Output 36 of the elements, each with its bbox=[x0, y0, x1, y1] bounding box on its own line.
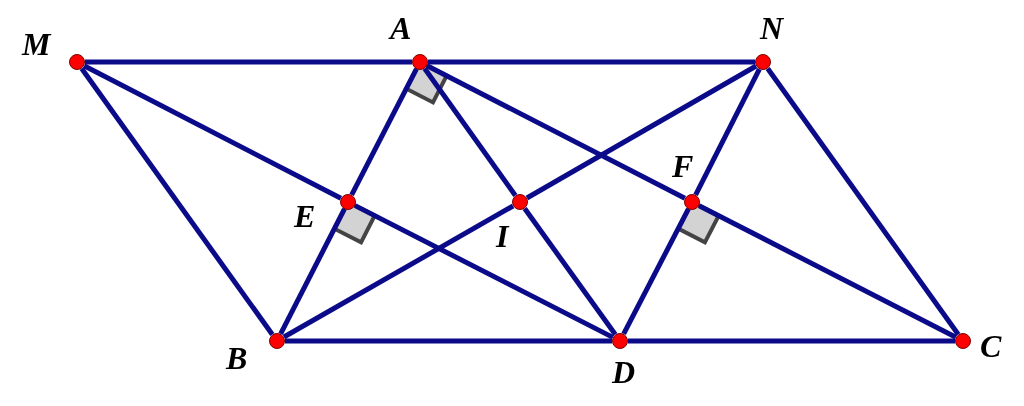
line-segment bbox=[354, 203, 614, 340]
point-label: E bbox=[294, 200, 316, 232]
point-label: D bbox=[612, 356, 636, 388]
point-dot bbox=[612, 333, 628, 349]
point-dot bbox=[755, 54, 771, 70]
line-segment bbox=[522, 207, 618, 336]
point-dot bbox=[512, 194, 528, 210]
line-segment bbox=[525, 63, 758, 201]
point-label: B bbox=[226, 342, 248, 374]
line-segment bbox=[428, 59, 755, 65]
point-dot bbox=[684, 194, 700, 210]
line-segment bbox=[278, 208, 347, 335]
line-segment bbox=[285, 338, 612, 344]
line-segment bbox=[628, 338, 955, 344]
line-segment bbox=[425, 63, 687, 201]
line-segment bbox=[697, 203, 958, 340]
point-label: I bbox=[496, 220, 509, 252]
line-segment bbox=[765, 67, 961, 336]
line-segment bbox=[621, 207, 691, 336]
point-dot bbox=[340, 194, 356, 210]
point-dot bbox=[412, 54, 428, 70]
line-segment bbox=[349, 67, 419, 197]
point-label: C bbox=[980, 330, 1002, 362]
line-segment bbox=[282, 203, 515, 340]
line-segment bbox=[79, 67, 275, 336]
line-segment bbox=[422, 67, 518, 197]
point-label: A bbox=[390, 12, 412, 44]
point-label: N bbox=[760, 12, 784, 44]
point-dot bbox=[69, 54, 85, 70]
point-label: M bbox=[22, 28, 51, 60]
line-segment bbox=[82, 63, 343, 201]
point-label: F bbox=[672, 150, 694, 182]
line-segment bbox=[693, 68, 762, 196]
point-dot bbox=[955, 333, 971, 349]
point-dot bbox=[269, 333, 285, 349]
line-segment bbox=[85, 59, 412, 65]
